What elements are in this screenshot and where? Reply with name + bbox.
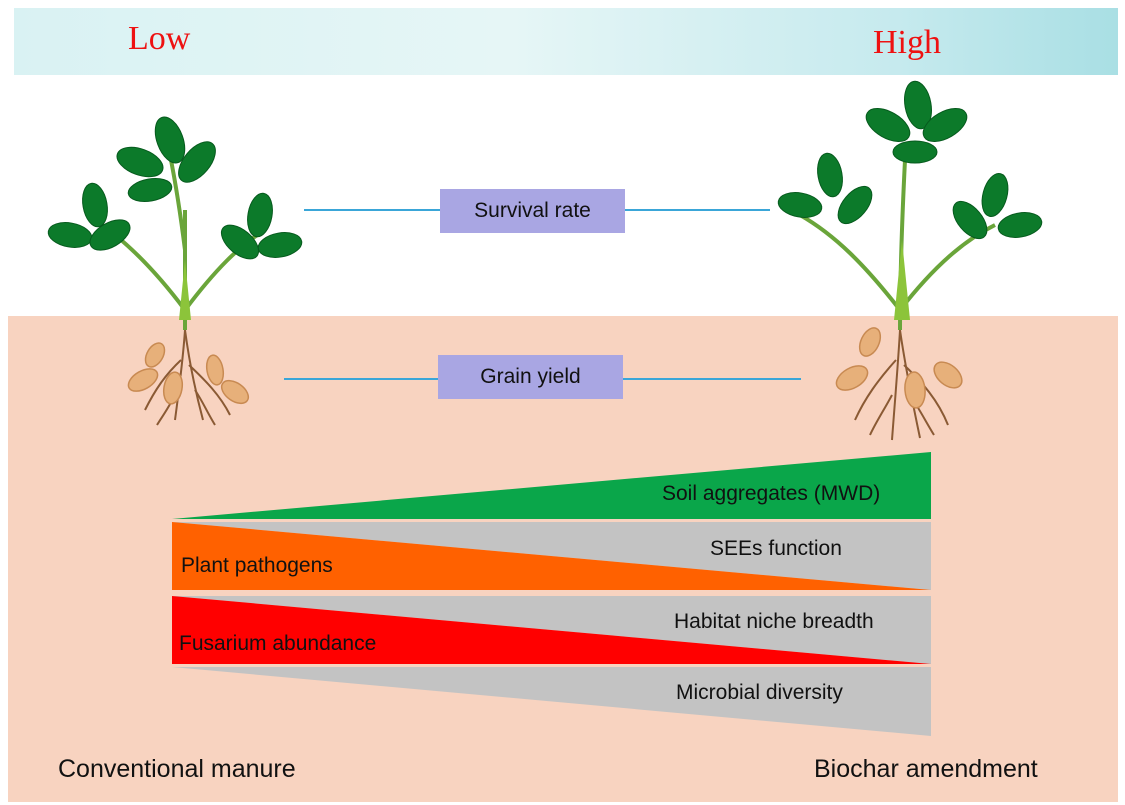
conventional-manure-label: Conventional manure [58, 755, 296, 783]
plant-pathogens-label: Plant pathogens [181, 554, 333, 577]
plant-right [777, 80, 1043, 441]
microbial-diversity-label: Microbial diversity [676, 681, 843, 704]
wedge-fusarium [172, 596, 931, 664]
habitat-niche-breadth-label: Habitat niche breadth [674, 610, 874, 633]
gradient-banner [14, 8, 1118, 75]
soil-aggregates-label: Soil aggregates (MWD) [662, 482, 881, 505]
wedge-microbial-diversity [172, 667, 931, 736]
wedge-soil-aggregates [172, 452, 931, 519]
survival-rate-box: Survival rate [440, 189, 625, 233]
grain-line-left [284, 378, 444, 380]
fusarium-abundance-label: Fusarium abundance [179, 632, 377, 655]
sees-function-label: SEEs function [710, 537, 842, 560]
high-label: High [873, 24, 941, 61]
survival-line-right [620, 209, 770, 211]
biochar-amendment-label: Biochar amendment [814, 755, 1038, 783]
low-label: Low [128, 20, 191, 57]
grain-yield-box: Grain yield [438, 355, 623, 399]
grain-line-right [618, 378, 801, 380]
plant-left [47, 116, 303, 426]
wedge-plant-pathogens [172, 522, 931, 590]
survival-line-left [304, 209, 444, 211]
